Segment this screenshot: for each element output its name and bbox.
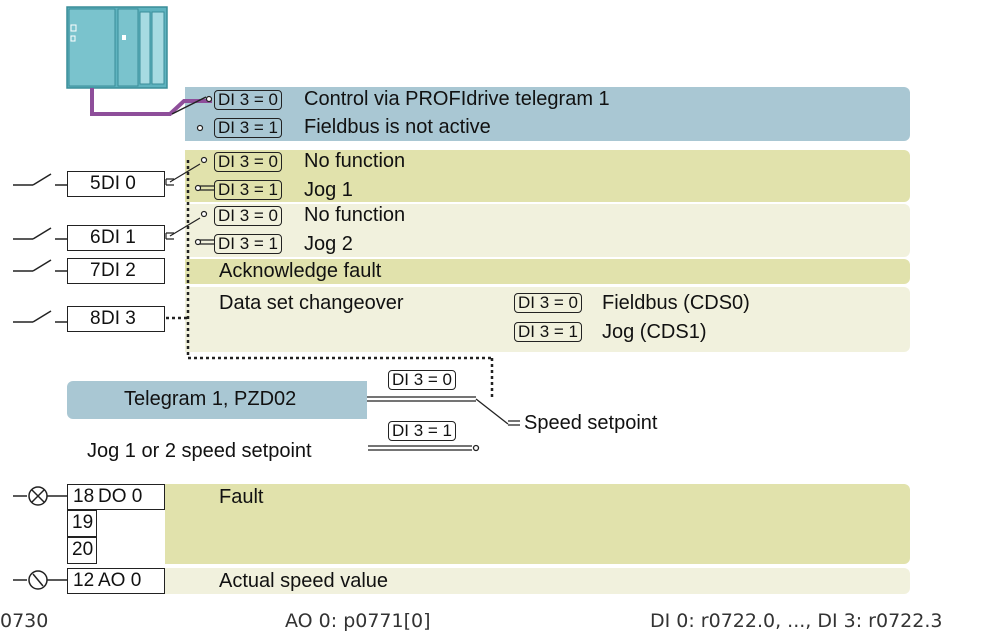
terminal-di0: 5 DI 0 [67, 171, 165, 197]
di3-cond0: DI 3 = 0 [514, 293, 583, 313]
terminal-num: 5 [90, 173, 101, 194]
footer-right: DI 0: r0722.0, ..., DI 3: r0722.3 [650, 610, 943, 632]
setpoint-source1: Jog 1 or 2 speed setpoint [87, 440, 312, 462]
di1-band [185, 204, 910, 257]
fieldbus-cond0: DI 3 = 0 [214, 90, 283, 110]
terminal-name: DI 1 [101, 227, 136, 248]
di2-band [185, 259, 910, 284]
di3-cond1: DI 3 = 1 [514, 322, 583, 342]
di3-result0: Fieldbus (CDS0) [602, 292, 750, 314]
footer-mid: AO 0: p0771[0] [285, 610, 431, 632]
plc-controller-icon [66, 6, 168, 89]
terminal-name: DO 0 [98, 486, 143, 507]
terminal-name: DI 3 [101, 308, 136, 329]
setpoint-output: Speed setpoint [524, 412, 658, 434]
fieldbus-band [185, 87, 910, 141]
terminal-num: 20 [72, 539, 94, 560]
terminal-name: DI 0 [101, 173, 136, 194]
di3-result1: Jog (CDS1) [602, 321, 707, 343]
di3-func: Data set changeover [219, 292, 404, 314]
terminal-di1: 6 DI 1 [67, 225, 165, 251]
fieldbus-text1: Fieldbus is not active [304, 116, 491, 138]
terminal-num: 12 [73, 570, 95, 591]
terminal-name: DI 2 [101, 260, 136, 281]
terminal-num: 8 [90, 308, 101, 329]
di1-cond0: DI 3 = 0 [214, 206, 283, 226]
di2-func: Acknowledge fault [219, 260, 382, 282]
terminal-do0-20: 20 [67, 537, 97, 564]
di0-func1: Jog 1 [304, 179, 353, 201]
telegram-band [67, 381, 367, 419]
ao0-func: Actual speed value [219, 570, 389, 592]
terminal-num: 7 [90, 260, 101, 281]
di1-cond1: DI 3 = 1 [214, 234, 283, 254]
terminal-num: 18 [73, 486, 95, 507]
fieldbus-cond1: DI 3 = 1 [214, 118, 283, 138]
di0-cond0: DI 3 = 0 [214, 152, 283, 172]
footer-left: 0730 [0, 610, 49, 632]
terminal-num: 19 [72, 512, 94, 533]
di1-func0: No function [304, 204, 406, 226]
terminal-di3: 8 DI 3 [67, 306, 165, 332]
di0-cond1: DI 3 = 1 [214, 180, 283, 200]
setpoint-cond1: DI 3 = 1 [388, 421, 457, 441]
do0-func: Fault [219, 486, 264, 508]
terminal-ao0: 12 AO 0 [67, 568, 165, 594]
setpoint-cond0: DI 3 = 0 [388, 370, 457, 390]
do0-band [165, 484, 910, 564]
terminal-name: AO 0 [98, 570, 142, 591]
ao0-band [165, 568, 910, 594]
fieldbus-text0: Control via PROFIdrive telegram 1 [304, 88, 610, 110]
di1-func1: Jog 2 [304, 233, 353, 255]
di0-band [185, 150, 910, 202]
terminal-do0: 18 DO 0 [67, 484, 165, 510]
setpoint-source0: Telegram 1, PZD02 [124, 388, 297, 410]
di0-func0: No function [304, 150, 406, 172]
terminal-di2: 7 DI 2 [67, 258, 165, 284]
terminal-num: 6 [90, 227, 101, 248]
terminal-do0-19: 19 [67, 510, 97, 537]
